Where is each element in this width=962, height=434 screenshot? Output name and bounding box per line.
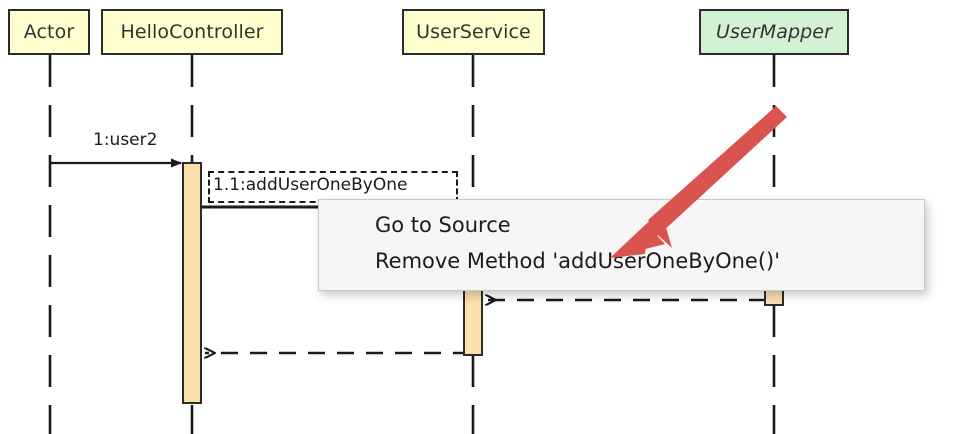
- participant-usermapper[interactable]: UserMapper: [699, 9, 849, 55]
- participant-actor-label: Actor: [23, 21, 75, 43]
- message-label-1[interactable]: 1:user2: [93, 130, 158, 150]
- activation-bar-userservice: [463, 289, 483, 356]
- context-menu[interactable]: Go to Source Remove Method 'addUserOneBy…: [318, 199, 925, 291]
- context-menu-item-remove-method[interactable]: Remove Method 'addUserOneByOne()': [375, 248, 781, 273]
- message-label-1-1-selected[interactable]: 1.1:addUserOneByOne: [208, 171, 458, 203]
- participant-hellocontroller[interactable]: HelloController: [101, 9, 283, 55]
- participant-usermapper-label: UserMapper: [716, 21, 832, 43]
- activation-bar-hellocontroller: [182, 162, 202, 404]
- participant-userservice[interactable]: UserService: [402, 9, 545, 55]
- participant-userservice-label: UserService: [416, 21, 531, 43]
- context-menu-item-go-to-source[interactable]: Go to Source: [375, 213, 511, 237]
- participant-actor[interactable]: Actor: [8, 9, 90, 55]
- participant-hellocontroller-label: HelloController: [120, 21, 264, 43]
